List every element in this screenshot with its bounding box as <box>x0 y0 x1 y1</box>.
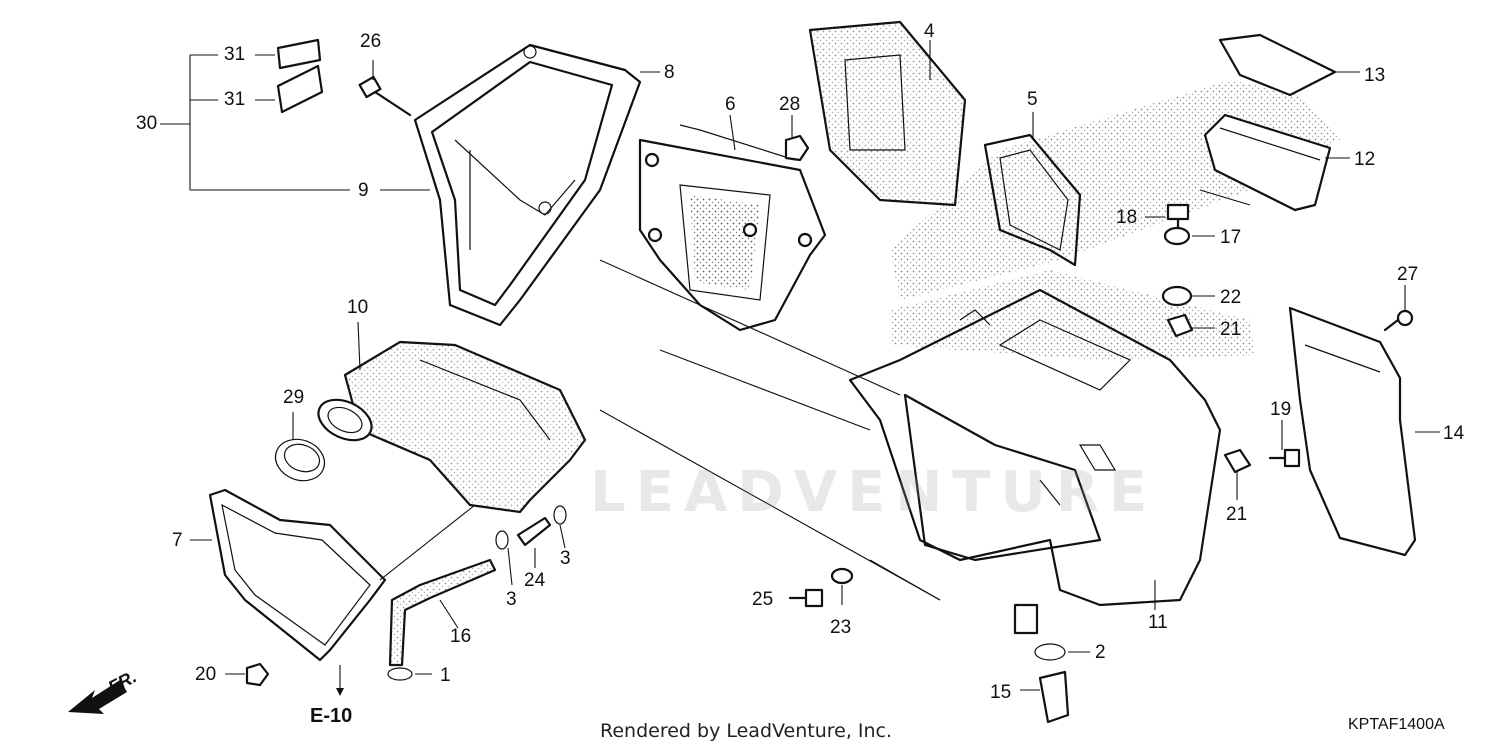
part-14-guard <box>1288 306 1440 557</box>
callout-24: 24 <box>524 570 546 591</box>
part-4-foam <box>808 20 967 207</box>
callout-11: 11 <box>1148 612 1168 633</box>
callout-14: 14 <box>1443 423 1465 444</box>
callout-7: 7 <box>172 530 183 551</box>
callout-3-left: 3 <box>506 589 517 610</box>
part-30-bracket <box>160 54 430 191</box>
callout-21-lower: 21 <box>1226 504 1248 525</box>
callout-20: 20 <box>195 664 217 685</box>
part-22-grommet <box>1161 285 1215 307</box>
part-27-screw <box>1383 285 1414 332</box>
part-31-pads <box>276 38 324 114</box>
part-17-collar <box>1163 226 1215 246</box>
footer-credit: Rendered by LeadVenture, Inc. <box>600 720 893 742</box>
callout-13: 13 <box>1364 65 1386 86</box>
part-29-band <box>274 412 326 482</box>
part-19-bolt <box>1268 420 1301 468</box>
callout-12: 12 <box>1354 149 1376 170</box>
callout-18: 18 <box>1116 207 1138 228</box>
callout-29: 29 <box>283 387 305 408</box>
callout-9: 9 <box>358 180 369 201</box>
callout-3-right: 3 <box>560 548 571 569</box>
callout-25: 25 <box>752 589 774 610</box>
callout-15: 15 <box>990 682 1012 703</box>
callout-21-upper: 21 <box>1220 319 1242 340</box>
callout-23: 23 <box>830 617 852 638</box>
part-23-25-fasteners <box>788 567 854 608</box>
callout-4: 4 <box>924 21 935 42</box>
part-7-gasket <box>190 488 387 662</box>
callout-22: 22 <box>1220 287 1242 308</box>
callout-26: 26 <box>360 31 382 52</box>
callout-10: 10 <box>347 297 369 318</box>
part-28-nut <box>784 115 810 162</box>
callout-16: 16 <box>450 626 472 647</box>
part-3-24-fittings <box>495 505 567 586</box>
part-13-duct-cover <box>1218 33 1360 97</box>
part-21-clip-lower <box>1223 448 1252 500</box>
callout-31-lower: 31 <box>224 89 246 110</box>
callout-1: 1 <box>440 665 451 686</box>
part-10-intake-duct <box>317 321 587 514</box>
callout-30: 30 <box>136 113 158 134</box>
part-1-clamp <box>387 667 432 681</box>
part-15-drain-plug <box>1020 670 1070 724</box>
callout-8: 8 <box>664 62 675 83</box>
leader-lines <box>336 189 1251 696</box>
part-11-air-cleaner-case <box>848 288 1222 635</box>
callout-17: 17 <box>1220 227 1242 248</box>
part-16-hose <box>388 558 497 667</box>
callout-2: 2 <box>1095 642 1106 663</box>
callout-19: 19 <box>1270 399 1292 420</box>
part-12-duct <box>1203 113 1350 212</box>
part-6-element <box>638 114 827 332</box>
callout-27: 27 <box>1397 264 1419 285</box>
part-21-clip-top <box>1166 313 1215 338</box>
callout-5: 5 <box>1027 89 1038 110</box>
part-26-screw <box>358 60 412 117</box>
part-9-case-cover <box>413 43 660 327</box>
callout-28: 28 <box>779 94 801 115</box>
front-direction-arrow <box>68 680 127 714</box>
drawing-code: KPTAF1400A <box>1348 716 1445 733</box>
watermark: LEADVENTURE <box>590 460 1158 525</box>
part-18-bolt <box>1145 203 1190 242</box>
callout-31-upper: 31 <box>224 44 246 65</box>
section-reference: E-10 <box>310 705 353 727</box>
part-20-nut <box>225 662 270 687</box>
callout-6: 6 <box>725 94 736 115</box>
part-5-holder <box>983 112 1082 267</box>
part-2-clamp <box>1034 643 1090 661</box>
